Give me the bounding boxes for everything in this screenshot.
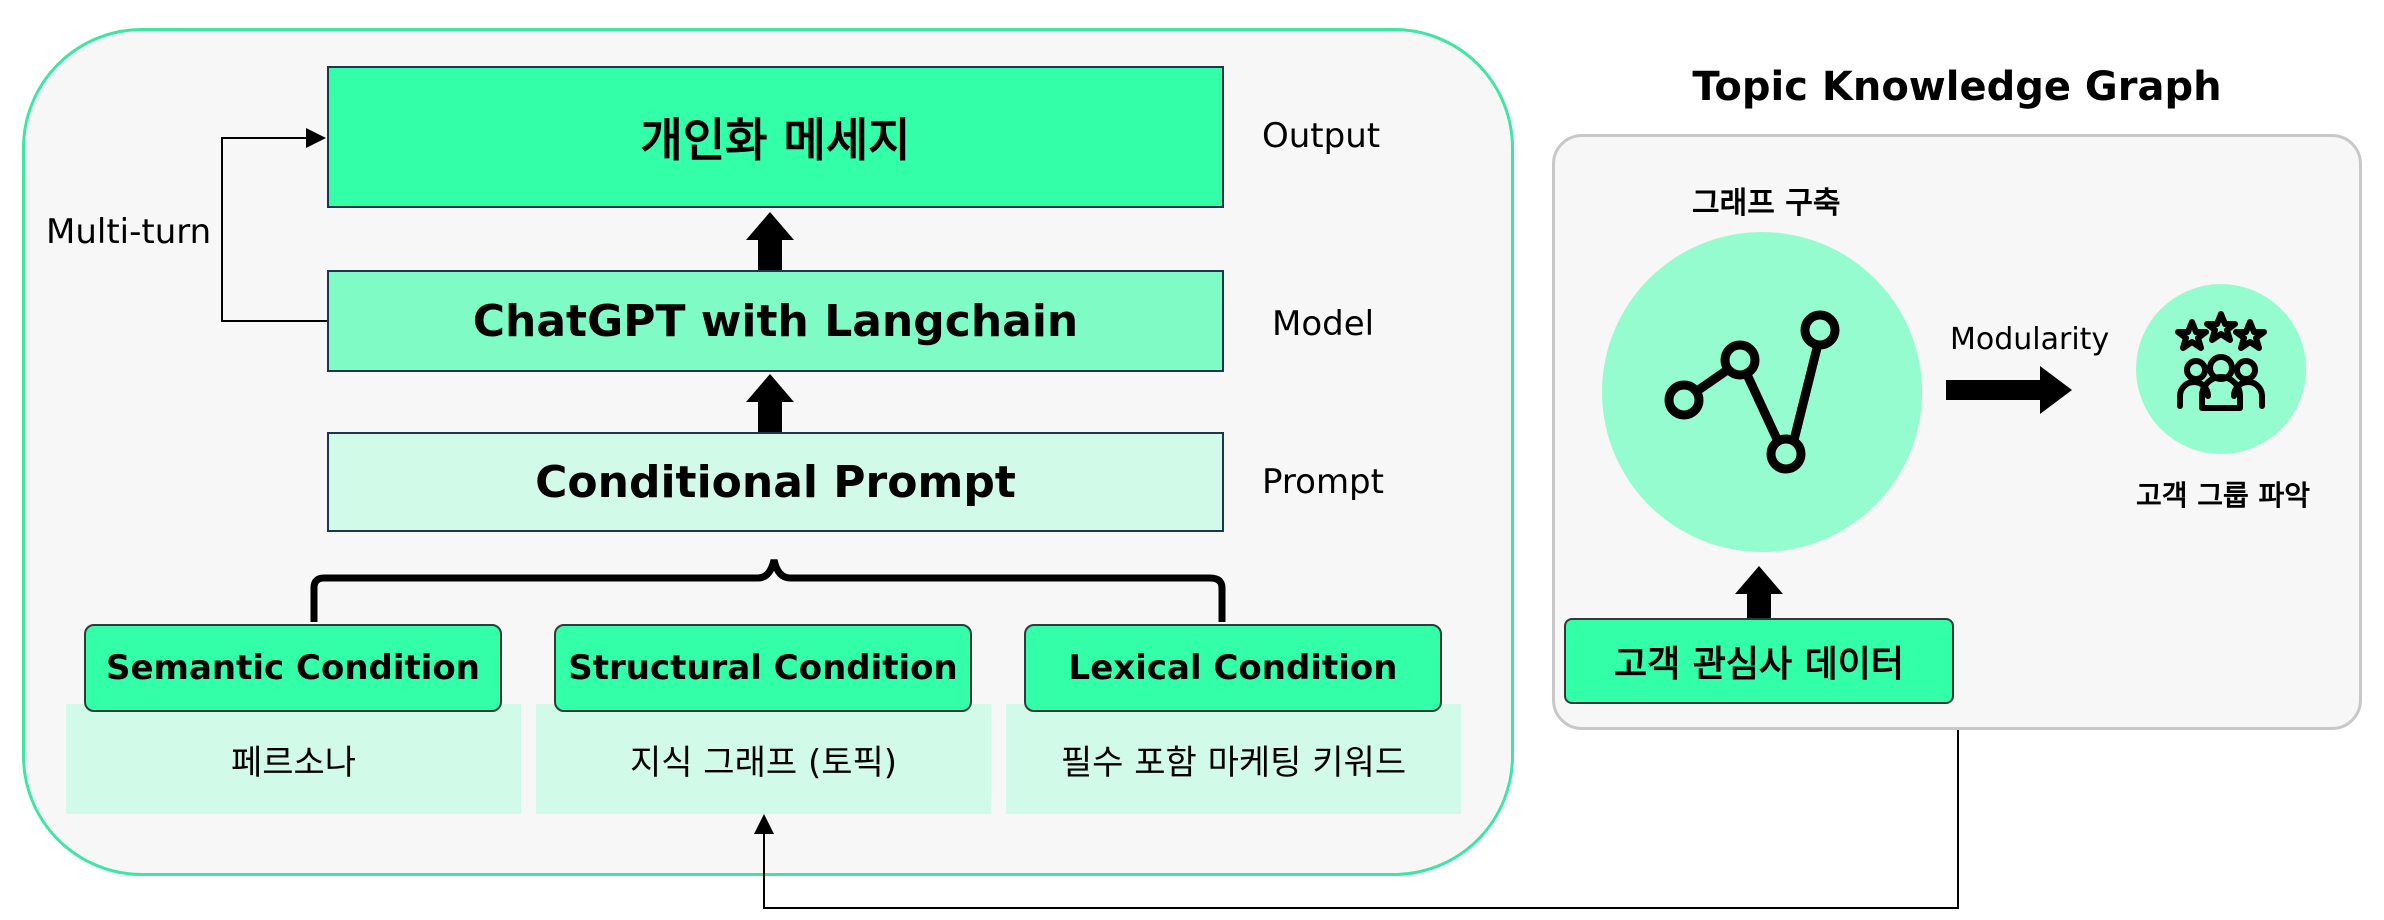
output-label: Output (1262, 116, 1381, 156)
multiturn-loop (221, 128, 327, 322)
prompt-text: Conditional Prompt (535, 456, 1016, 508)
lexical-condition-box: Lexical Condition (1024, 624, 1442, 712)
structural-condition-desc: 지식 그래프 (토픽) (536, 704, 991, 814)
conditions-brace (310, 559, 1226, 622)
customer-group-label: 고객 그룹 파악 (2135, 479, 2311, 512)
modularity-arrow (1946, 366, 2072, 414)
knowledge-graph-title: Topic Knowledge Graph (1692, 64, 2222, 110)
knowledge-graph-feedback-line (754, 730, 1959, 909)
lexical-desc-text: 필수 포함 마케팅 키워드 (1060, 742, 1407, 783)
semantic-desc-text: 페르소나 (230, 742, 357, 783)
output-text: 개인화 메세지 (640, 113, 911, 167)
lexical-condition-desc: 필수 포함 마케팅 키워드 (1006, 704, 1461, 814)
structural-condition-box: Structural Condition (554, 624, 972, 712)
structural-desc-text: 지식 그래프 (토픽) (629, 742, 898, 783)
semantic-condition-title: Semantic Condition (106, 648, 480, 688)
model-label: Model (1272, 304, 1375, 344)
model-box: ChatGPT with Langchain (327, 270, 1224, 372)
semantic-condition-box: Semantic Condition (84, 624, 502, 712)
prompt-label: Prompt (1262, 462, 1384, 502)
network-graph-icon (1664, 310, 1840, 474)
user-group-stars-icon (2175, 311, 2267, 411)
lexical-condition-title: Lexical Condition (1068, 648, 1398, 688)
arrow-model-to-output (746, 212, 794, 270)
model-text: ChatGPT with Langchain (472, 295, 1079, 347)
graph-circle (1602, 232, 1922, 552)
structural-condition-title: Structural Condition (568, 648, 958, 688)
graph-build-label: 그래프 구축 (1692, 186, 1841, 221)
group-circle (2136, 284, 2306, 454)
semantic-condition-desc: 페르소나 (66, 704, 521, 814)
output-box: 개인화 메세지 (327, 66, 1224, 208)
customer-interest-text: 고객 관심사 데이터 (1613, 644, 1905, 685)
arrow-interest-to-graph (1735, 566, 1783, 618)
modularity-label: Modularity (1950, 322, 2110, 357)
arrow-prompt-to-model (746, 374, 794, 432)
prompt-box: Conditional Prompt (327, 432, 1224, 532)
multiturn-label: Multi-turn (46, 212, 212, 252)
customer-interest-data-box: 고객 관심사 데이터 (1564, 618, 1954, 704)
